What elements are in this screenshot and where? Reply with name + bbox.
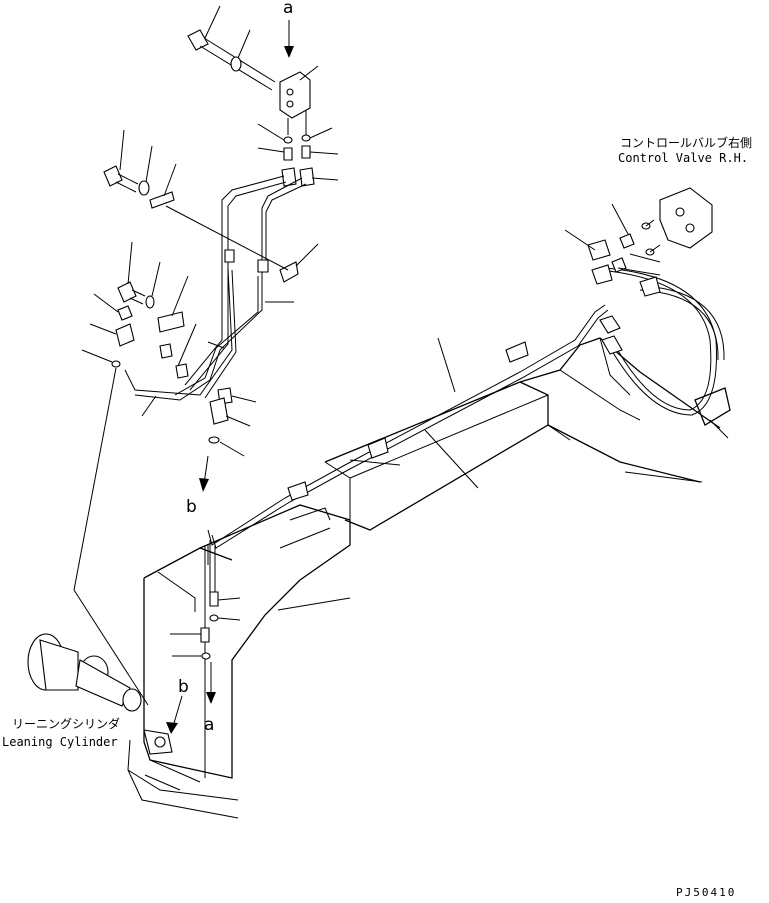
top-valve-assembly: [187, 5, 339, 187]
leaning-cylinder-label-jp: リーニングシリンダ: [12, 716, 120, 731]
ref-letter-b-top: b: [178, 677, 189, 697]
ref-letter-a-bottom: a: [204, 715, 214, 735]
leaning-cylinder: [27, 367, 183, 755]
ref-letter-a-top: a: [283, 0, 293, 18]
drawing-code: PJ50410: [676, 886, 736, 899]
ref-letter-b-bottom: b: [186, 497, 197, 517]
hoses-right: [170, 187, 729, 657]
leaning-cylinder-label-en: Leaning Cylinder: [2, 735, 118, 749]
control-valve-label-jp: コントロールバルブ右側: [620, 135, 752, 150]
left-tube-assembly: [81, 129, 319, 492]
boom-tubes: [200, 304, 609, 704]
control-valve-label-en: Control Valve R.H.: [618, 151, 748, 165]
frame-structure: [127, 337, 731, 819]
